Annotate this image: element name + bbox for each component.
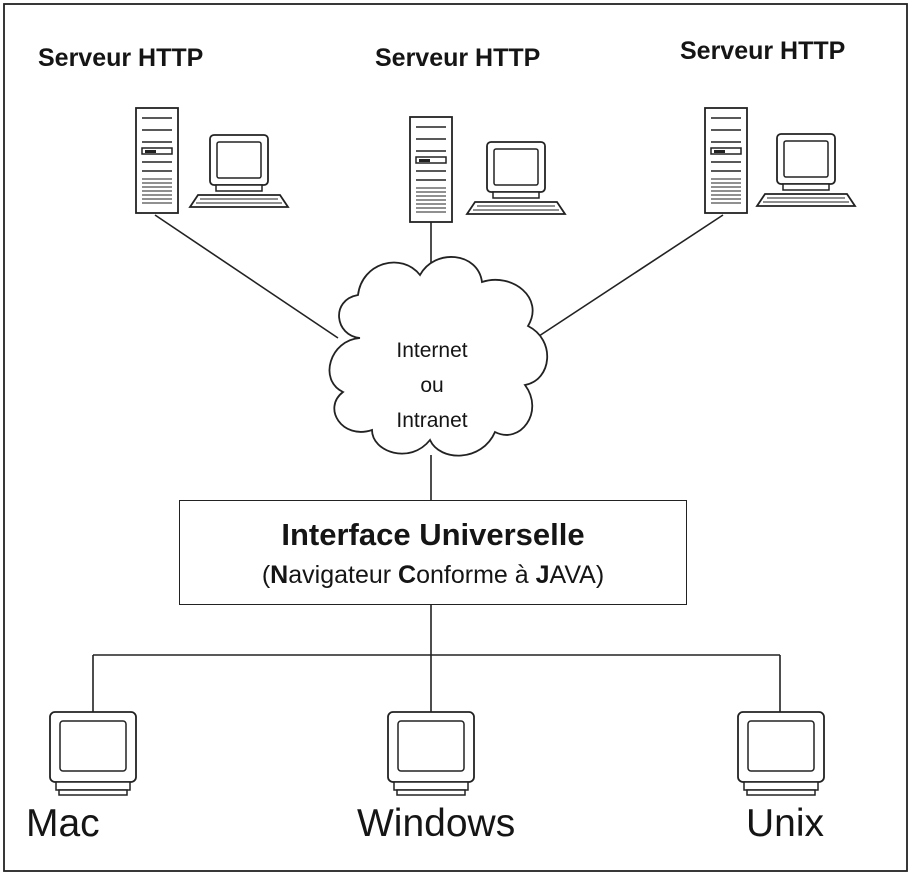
client-label-unix: Unix [746, 802, 825, 845]
server-tower-icon [409, 116, 453, 223]
server-label: Serveur HTTP [375, 44, 541, 72]
universal-interface-box: Interface Universelle (Navigateur Confor… [179, 500, 687, 605]
cloud-label-ou: ou [420, 374, 444, 397]
subtitle-part: ( [261, 561, 271, 589]
link-server-3 [535, 214, 724, 339]
cloud-label-internet: Internet [396, 339, 468, 362]
link-server-1 [154, 214, 339, 339]
client-monitor-icon [737, 711, 825, 796]
subtitle-part: AVA) [549, 561, 605, 589]
client-label-windows: Windows [357, 802, 516, 845]
server-workstation-icon [466, 141, 566, 215]
subtitle-initial: C [398, 561, 417, 589]
server-workstation-icon [189, 134, 289, 208]
server-workstation-icon [756, 133, 856, 207]
server-label: Serveur HTTP [38, 44, 204, 72]
server-label: Serveur HTTP [680, 37, 846, 65]
client-monitor-icon [49, 711, 137, 796]
client-monitor-icon [387, 711, 475, 796]
client-label-mac: Mac [26, 802, 100, 845]
network-cloud [328, 256, 549, 457]
subtitle-initial: N [270, 561, 289, 589]
subtitle-part: avigateur [288, 561, 399, 589]
subtitle-part: onforme à [416, 561, 536, 589]
server-tower-icon [704, 107, 748, 214]
interface-title: Interface Universelle [281, 517, 585, 552]
server-tower-icon [135, 107, 179, 214]
cloud-label-intranet: Intranet [396, 409, 468, 432]
interface-subtitle: (Navigateur Conforme à JAVA) [180, 561, 686, 590]
diagram-frame [3, 3, 908, 872]
subtitle-initial: J [535, 561, 550, 589]
